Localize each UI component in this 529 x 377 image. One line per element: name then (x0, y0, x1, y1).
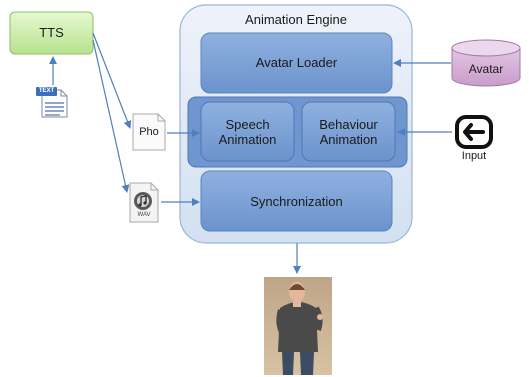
speech-line-1: Speech (225, 117, 270, 132)
avatar-database-label: Avatar (468, 62, 504, 76)
avatar-database-icon (451, 39, 521, 87)
speech-animation-label: Speech Animation (201, 117, 294, 147)
engine-title: Animation Engine (245, 12, 347, 27)
avatar-loader-label: Avatar Loader (255, 55, 338, 70)
avatar-loader-box (200, 32, 393, 94)
avatar-figure-image (264, 277, 332, 375)
text-file-badge: TEXT (38, 88, 55, 94)
behaviour-line-2: Animation (319, 132, 378, 147)
input-label: Input (461, 150, 487, 162)
synchronization-box (200, 170, 393, 232)
speech-animation-box (200, 101, 295, 162)
behaviour-line-1: Behaviour (319, 117, 378, 132)
behaviour-animation-label: Behaviour Animation (302, 117, 395, 147)
wav-file-icon (129, 182, 159, 223)
synchronization-label: Synchronization (250, 194, 343, 209)
tts-label: TTS (39, 25, 64, 40)
pho-file-icon (132, 113, 166, 151)
arrow-tts-to-pho (92, 32, 132, 129)
arrow-tts-to-wav (92, 39, 130, 193)
text-file-icon (36, 87, 68, 118)
pho-label: Pho (139, 126, 159, 138)
wav-file-badge: WAV (137, 212, 151, 218)
speech-line-2: Animation (218, 132, 277, 147)
input-icon (455, 115, 493, 149)
behaviour-animation-box (301, 101, 396, 162)
